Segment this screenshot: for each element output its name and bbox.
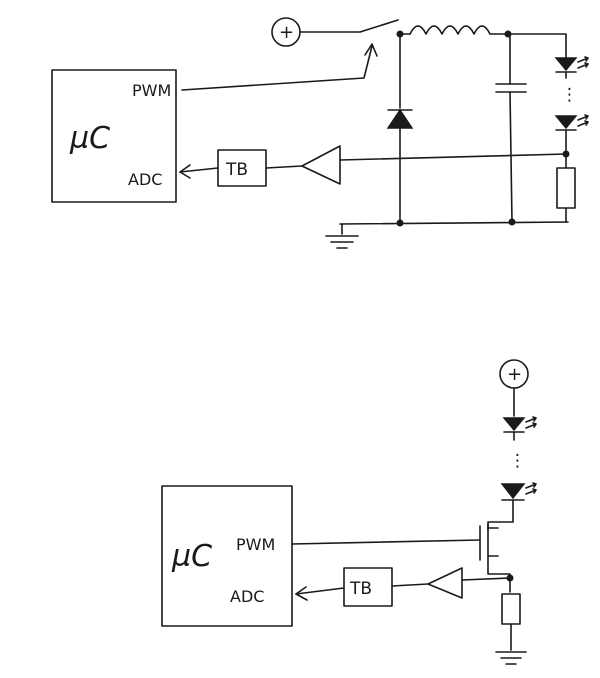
buck-driver-circuit: µC PWM ADC +	[51, 17, 589, 249]
led-bottom-1	[502, 416, 537, 433]
led-top-2	[554, 71, 589, 131]
drain-wire	[487, 499, 514, 531]
capacitor-ground-dot	[508, 218, 516, 226]
adc-pin-label: ADC	[128, 170, 162, 189]
mcu-label: µC	[69, 121, 110, 156]
sense-feedback-wire-2	[461, 577, 511, 581]
amp-to-tb-wire	[265, 165, 303, 169]
pwm-wire	[181, 45, 373, 91]
source-wire	[487, 561, 511, 593]
switch-blade	[359, 19, 399, 33]
gate-wire	[291, 539, 481, 545]
mcu-block-2	[161, 485, 293, 627]
supply-symbol-2: +	[507, 364, 522, 385]
ground-symbol	[325, 223, 359, 249]
mcu-label-2: µC	[171, 539, 212, 574]
diode-ground-dot	[396, 219, 404, 227]
led-bottom-2	[500, 431, 537, 501]
capacitor-wire-bottom	[509, 91, 513, 223]
supply-symbol: +	[279, 22, 294, 43]
pwm-pin-label-2: PWM	[236, 535, 275, 554]
mcu-block	[51, 69, 177, 203]
pwm-arrow	[364, 43, 378, 57]
sense-resistor	[556, 167, 576, 209]
mosfet-switch	[479, 523, 499, 563]
led-chain-dots: ⋮	[561, 85, 578, 105]
inductor	[409, 25, 509, 35]
ground-rail	[339, 221, 569, 225]
tb-label-2: TB	[349, 579, 372, 599]
tb-label: TB	[225, 160, 248, 180]
sense-resistor-2	[501, 593, 521, 625]
diode	[386, 108, 414, 129]
tb-to-adc-wire-2	[295, 587, 345, 595]
adc-pin-label-2: ADC	[230, 587, 264, 606]
led-top-1	[554, 56, 589, 73]
led-chain-dots-2: ⋮	[509, 451, 526, 471]
tb-block-2	[343, 567, 393, 607]
sense-amplifier-2	[427, 567, 463, 599]
sense-feedback-wire	[339, 153, 567, 161]
adc-arrow-2	[295, 586, 308, 601]
led-supply-wire	[507, 33, 567, 59]
sense-amplifier	[301, 145, 341, 185]
adc-arrow	[179, 164, 191, 179]
ground-symbol-2	[495, 651, 527, 665]
tb-to-adc-wire	[179, 167, 219, 173]
mosfet-driver-circuit: µC PWM ADC + ⋮	[161, 359, 537, 665]
amp-to-tb-wire-2	[391, 583, 429, 587]
pwm-pin-label: PWM	[132, 81, 171, 100]
